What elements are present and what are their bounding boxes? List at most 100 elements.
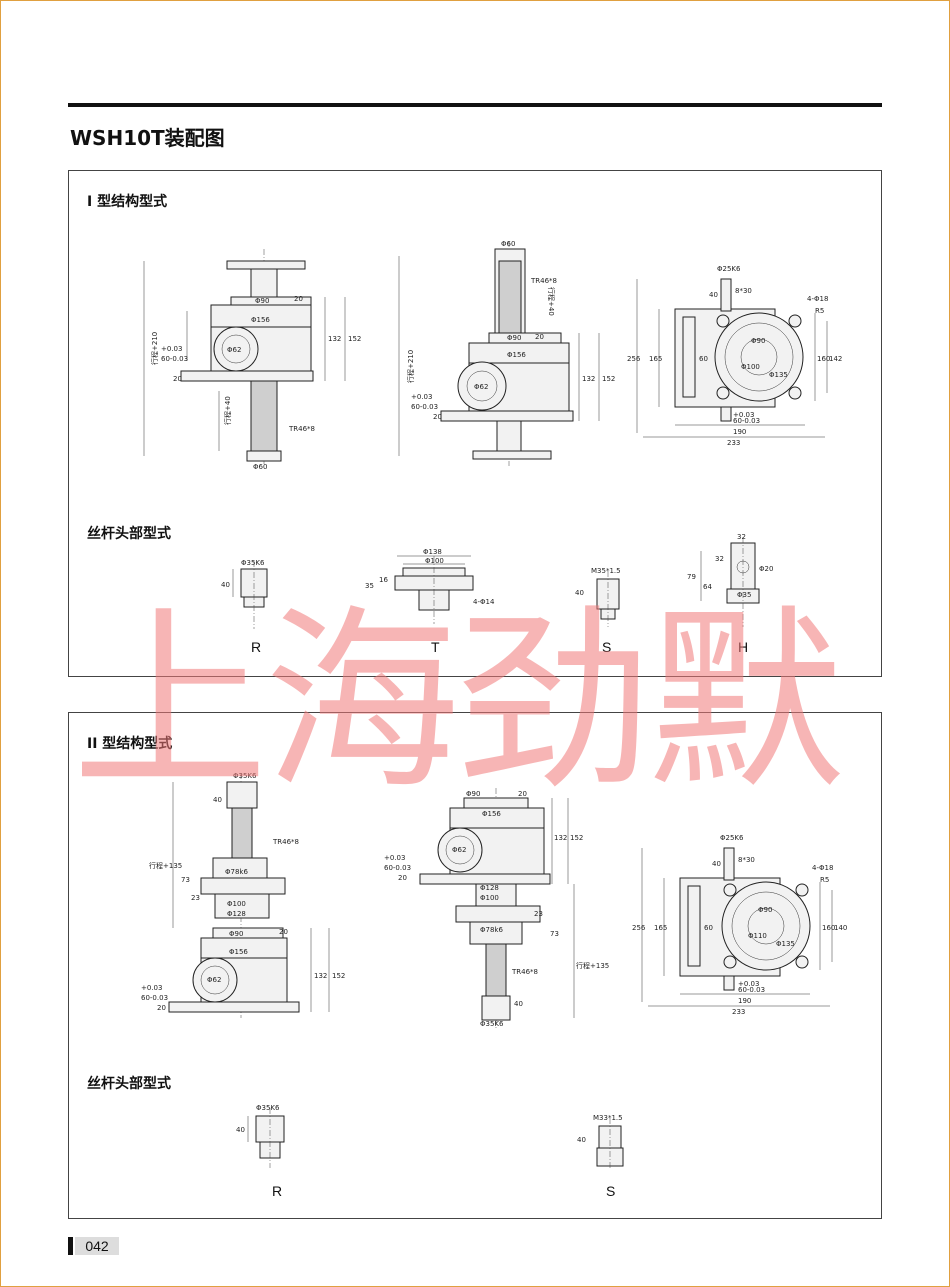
dim-d90: Φ90 (229, 930, 243, 938)
output-shaft (720, 406, 732, 422)
dim-h256: 256 (632, 924, 646, 932)
title-rule (68, 103, 882, 107)
dim-d90: Φ90 (507, 334, 521, 342)
panel-type-2: II 型结构型式 丝杆头部型式 Φ35K6 40 TR46*8 行程+135 Φ… (68, 712, 882, 1219)
dim-h20: 20 (398, 874, 407, 882)
dim-h40: 40 (213, 796, 222, 804)
dim-key: Φ35K6 (233, 772, 257, 780)
top-plate (226, 260, 306, 270)
dim-h152: 152 (332, 972, 345, 980)
type-2-head-r-drawing: Φ35K6 40 (236, 1104, 285, 1168)
dim-tol: +0.03 (161, 345, 182, 353)
dim-h165: 165 (654, 924, 667, 932)
panel-type-1: I 型结构型式 丝杆头部型式 行程+210 行程+40 TR46*8 Φ60 Φ… (68, 170, 882, 677)
dim-w233: 233 (727, 439, 740, 447)
key-end (226, 781, 258, 809)
type-2-head-r-h: 40 (236, 1126, 245, 1134)
cover (488, 332, 562, 344)
dim-d90: Φ90 (466, 790, 480, 798)
dim-d156: Φ156 (251, 316, 270, 324)
dim-d62: Φ62 (227, 346, 241, 354)
type-2-head-s-letter: S (606, 1183, 616, 1199)
head-r-letter: R (251, 639, 262, 655)
type-2-top-view: Φ25K6 8*30 4-Φ18 R5 40 256 165 60 Φ90 Φ1… (632, 834, 847, 1016)
dim-h140: 140 (834, 924, 847, 932)
dim-w190: 190 (738, 997, 751, 1005)
flange-circle (721, 881, 811, 971)
dim-h132: 132 (582, 375, 595, 383)
dim-d135: Φ135 (776, 940, 795, 948)
type-2-heading: II 型结构型式 (87, 736, 173, 752)
dim-h73: 73 (181, 876, 190, 884)
dim-d78: Φ78k6 (480, 926, 503, 934)
worm-housing (437, 827, 483, 873)
dim-d62: Φ62 (474, 383, 488, 391)
dim-thread: TR46*8 (272, 838, 299, 846)
dim-tol: +0.03 (384, 854, 405, 862)
dim-d90: Φ90 (255, 297, 269, 305)
head-h-h64: 64 (703, 583, 712, 591)
dim-h60: 60 (699, 355, 708, 363)
dim-tol: +0.03 (738, 980, 759, 988)
flange-circle (714, 312, 804, 402)
dim-h73: 73 (550, 930, 559, 938)
base-flange (180, 370, 314, 382)
dim-h20b: 20 (535, 333, 544, 341)
dim-h256: 256 (627, 355, 641, 363)
screw-end (246, 450, 282, 462)
head-s-drawing: M35*1.5 40 (575, 567, 621, 627)
dim-d100: Φ100 (480, 894, 499, 902)
dim-d128: Φ128 (480, 884, 499, 892)
head-h-letter: H (738, 639, 749, 655)
page-number-bar (68, 1237, 73, 1255)
head-s-h: 40 (575, 589, 584, 597)
type-1-screw-heading: 丝杆头部型式 (87, 526, 171, 542)
head-h-w32: 32 (737, 533, 746, 541)
dim-stroke40: 行程+40 (547, 287, 556, 316)
screw (231, 807, 253, 859)
dim-keyway: 8*30 (735, 287, 752, 295)
type-2-head-r-letter: R (272, 1183, 283, 1199)
dim-d156: Φ156 (507, 351, 526, 359)
dim-d100: Φ100 (227, 900, 246, 908)
dim-h132: 132 (554, 834, 567, 842)
input-shaft (723, 847, 735, 881)
top-stem (250, 268, 278, 298)
dim-h165: 165 (649, 355, 662, 363)
bolt-hole (788, 314, 802, 328)
cover (463, 797, 529, 809)
dim-h132: 132 (328, 335, 341, 343)
dim-stroke: 行程+135 (576, 961, 609, 970)
dim-h160: 160 (817, 355, 830, 363)
dim-tol: +0.03 (411, 393, 432, 401)
head-t-d138: Φ138 (423, 548, 442, 556)
dim-thread: TR46*8 (288, 425, 315, 433)
key-end (481, 995, 511, 1021)
type-2-front-view: Φ90 Φ156 Φ62 132 152 20 20 +0.03 60-0.03… (384, 788, 609, 1028)
dim-h152: 152 (602, 375, 615, 383)
type-2-head-r-d: Φ35K6 (256, 1104, 280, 1112)
dim-r: R5 (820, 876, 829, 884)
dim-keyway: 8*30 (738, 856, 755, 864)
cover (212, 927, 284, 939)
type-2-side-view: Φ35K6 40 TR46*8 行程+135 Φ78k6 73 23 Φ100 … (141, 772, 345, 1018)
head-r-d: Φ35K6 (241, 559, 265, 567)
type-1-heading: I 型结构型式 (87, 194, 168, 210)
dim-h132: 132 (314, 972, 327, 980)
dim-h20b: 20 (279, 928, 288, 936)
dim-d60: Φ60 (253, 463, 267, 471)
lower-stem (496, 420, 522, 452)
head-t-h35: 35 (365, 582, 374, 590)
dim-tol2: 60-0.03 (411, 403, 438, 411)
bolt-hole (723, 955, 737, 969)
dim-h40: 40 (712, 860, 721, 868)
bolt-hole (788, 386, 802, 400)
head-h-d: Φ35 (737, 591, 751, 599)
dim-d100: Φ100 (741, 363, 760, 371)
worm-circle (221, 334, 251, 364)
dim-h20b: 20 (294, 295, 303, 303)
dim-h20: 20 (173, 375, 182, 383)
dim-h60: 60 (704, 924, 713, 932)
head-t-drawing: Φ138 Φ100 35 16 4-Φ14 (365, 548, 495, 624)
output-shaft (723, 975, 735, 991)
